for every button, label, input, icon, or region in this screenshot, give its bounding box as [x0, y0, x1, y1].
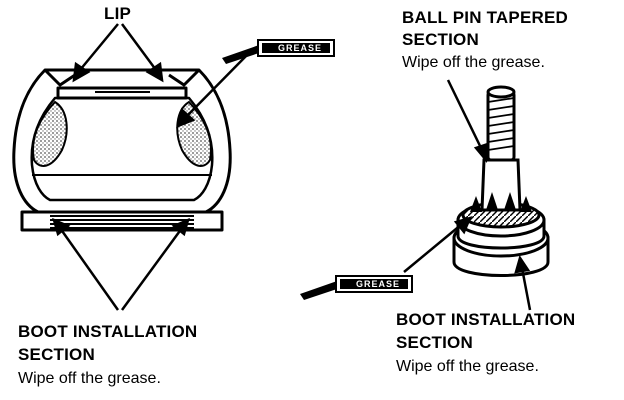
boot-right-title-line2: SECTION [396, 333, 473, 352]
dust-boot-section [12, 68, 232, 232]
lip-arrows [72, 23, 164, 83]
grease-gun-icon [300, 275, 413, 300]
boot-left-title-line1: BOOT INSTALLATION [18, 322, 198, 341]
boot-left-note: Wipe off the grease. [18, 370, 161, 387]
boot-teeth [470, 192, 532, 212]
ball-pin-title-line1: BALL PIN TAPERED [402, 8, 568, 27]
grease-leader-right [403, 216, 473, 273]
boot-arrows-left [52, 217, 190, 311]
grease-tag-right: GREASE [356, 279, 401, 289]
grease-tag-left: GREASE [278, 43, 323, 53]
ball-pin-title-line2: SECTION [402, 30, 479, 49]
boot-right-title-line1: BOOT INSTALLATION [396, 310, 576, 329]
ball-pin-note: Wipe off the grease. [402, 54, 545, 71]
ball-pin-arrow [446, 79, 490, 164]
thread-lines [487, 97, 515, 151]
boot-right-note: Wipe off the grease. [396, 358, 539, 375]
grease-gun-icon [222, 39, 335, 64]
grease-leader-left [176, 51, 251, 129]
lip-label: LIP [104, 4, 132, 23]
grease-pocket-left [32, 100, 68, 167]
boot-arrow-right [514, 255, 532, 311]
boot-left-title-line2: SECTION [18, 345, 95, 364]
